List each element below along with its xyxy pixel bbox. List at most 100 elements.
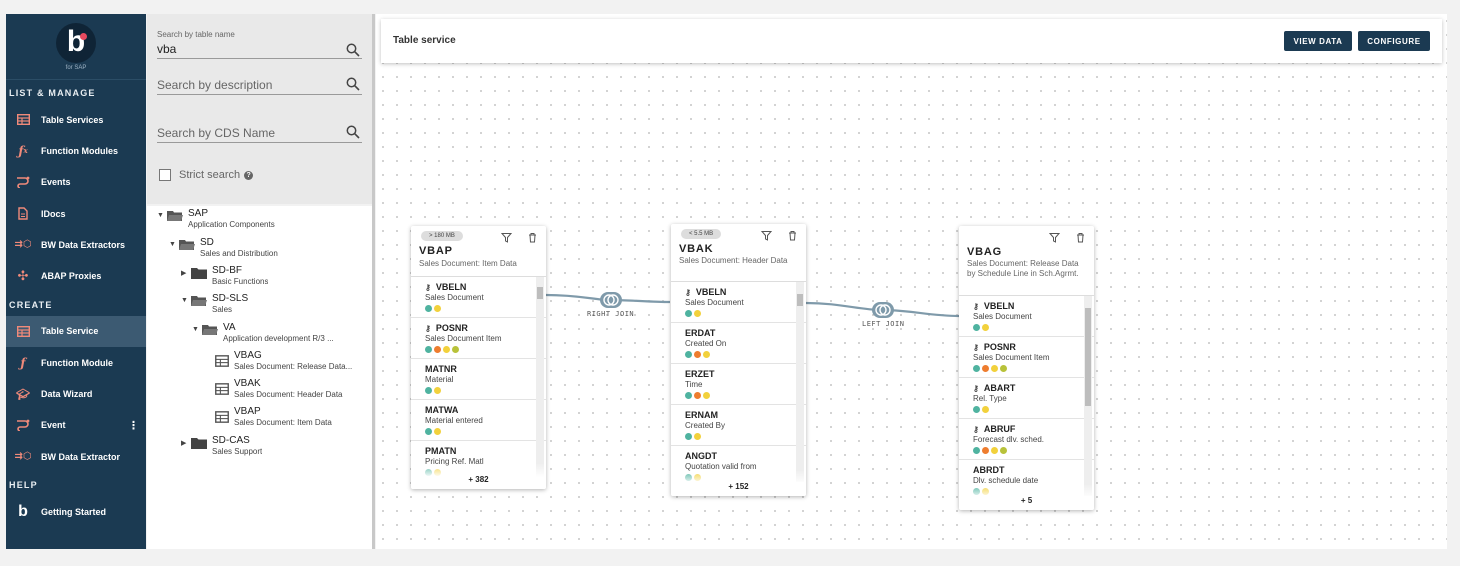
tag-dot-teal: [425, 346, 432, 353]
logo[interactable]: b for SAP: [6, 14, 146, 80]
join-canvas[interactable]: [376, 14, 1447, 549]
caret-right-icon[interactable]: ▶: [181, 270, 187, 277]
filter-icon[interactable]: [1049, 232, 1060, 243]
strict-search[interactable]: Strict search ?: [159, 169, 254, 181]
tag-dot-teal: [973, 365, 980, 372]
card-header: > 180 MB VBAP Sales Document: Item Data: [411, 226, 546, 277]
delete-icon[interactable]: [1075, 232, 1086, 243]
nav-create-function-module[interactable]: ƒ Function Module: [6, 347, 146, 378]
scrollbar-thumb[interactable]: [537, 287, 543, 299]
tag-dot-teal: [685, 433, 692, 440]
caret-down-icon[interactable]: ▼: [181, 297, 188, 304]
search-icon[interactable]: [346, 77, 360, 91]
join-icon: [599, 292, 622, 308]
caret-down-icon[interactable]: ▼: [157, 212, 164, 219]
nav-create-event[interactable]: Event ⋮: [6, 410, 146, 441]
field-desc: Sales Document: [973, 312, 1032, 321]
field-desc: Material: [425, 375, 454, 384]
search-icon[interactable]: [346, 125, 360, 139]
scrollbar[interactable]: [536, 277, 544, 477]
table-card-vbak[interactable]: < 5.5 MB VBAK Sales Document: Header Dat…: [671, 224, 806, 496]
tag-dot-orange: [694, 351, 701, 358]
nav-data-wizard[interactable]: 🎓︎ Data Wizard: [6, 378, 146, 409]
field-name: MATWA: [425, 405, 459, 415]
tag-dot-teal: [425, 305, 432, 312]
help-icon[interactable]: ?: [244, 170, 254, 180]
caret-right-icon[interactable]: ▶: [181, 440, 187, 447]
field-tags: [685, 433, 701, 440]
table-name: VBAG: [967, 246, 1002, 258]
table-name-search: Search by table name: [157, 28, 362, 59]
description-input[interactable]: [157, 76, 337, 94]
nav-bw-data-extractors[interactable]: ⇉⬡ BW Data Extractors: [6, 229, 146, 260]
caret-down-icon[interactable]: ▼: [169, 241, 176, 248]
left-join-marker[interactable]: LEFT JOIN: [862, 302, 904, 328]
field-desc: Quotation valid from: [685, 462, 757, 471]
nav-table-services[interactable]: Table Services: [6, 104, 146, 135]
table-card-vbag[interactable]: VBAG Sales Document: Release Data by Sch…: [959, 226, 1094, 510]
field-tags: [425, 428, 441, 435]
cds-name-input[interactable]: [157, 124, 337, 142]
delete-icon[interactable]: [787, 230, 798, 241]
strict-search-checkbox[interactable]: [159, 169, 171, 181]
tag-dot-yellow: [434, 305, 441, 312]
tree-node-desc: Sales Document: Header Data: [234, 390, 343, 399]
field-desc: Sales Document: [425, 293, 484, 302]
kebab-menu-icon[interactable]: ⋮: [128, 419, 139, 432]
scrollbar[interactable]: [1084, 296, 1092, 496]
field-tags: [973, 365, 1007, 372]
tree-node-name: SD-CAS: [212, 435, 250, 446]
caret-down-icon[interactable]: ▼: [192, 326, 199, 333]
field-tags: [425, 387, 441, 394]
filter-icon[interactable]: [761, 230, 772, 241]
table-card-vbap[interactable]: > 180 MB VBAP Sales Document: Item Data …: [411, 226, 546, 489]
more-fields-count[interactable]: + 5: [959, 484, 1094, 510]
scrollbar[interactable]: [796, 282, 804, 482]
search-icon[interactable]: [346, 43, 360, 57]
key-icon: ⚷: [425, 323, 431, 333]
panel-resize-handle[interactable]: [372, 14, 375, 549]
more-fields-count[interactable]: + 382: [411, 463, 546, 489]
scrollbar-thumb[interactable]: [1085, 308, 1091, 406]
nav-create-table-service[interactable]: Table Service: [6, 315, 146, 348]
configure-button[interactable]: CONFIGURE: [1358, 31, 1430, 51]
field-tags: [685, 351, 710, 358]
table-name-input[interactable]: [157, 40, 337, 58]
nav-events[interactable]: Events: [6, 167, 146, 198]
more-fields-count[interactable]: + 152: [671, 470, 806, 496]
nav-getting-started[interactable]: b Getting Started: [6, 496, 146, 527]
filter-icon[interactable]: [501, 232, 512, 243]
delete-icon[interactable]: [527, 232, 538, 243]
nav-abap-proxies[interactable]: ✣ ABAP Proxies: [6, 260, 146, 291]
scrollbar-thumb[interactable]: [797, 294, 803, 306]
right-join-marker[interactable]: RIGHT JOIN: [587, 292, 634, 318]
view-data-button[interactable]: VIEW DATA: [1284, 31, 1352, 51]
nav-idocs[interactable]: IDocs: [6, 198, 146, 229]
field-name: ABART: [983, 383, 1016, 393]
nav-create-bw-data-extractor[interactable]: ⇉⬡ BW Data Extractor: [6, 441, 146, 472]
key-icon: ⚷: [973, 301, 979, 311]
canvas-toolbar: Table service VIEW DATA CONFIGURE: [381, 19, 1442, 63]
